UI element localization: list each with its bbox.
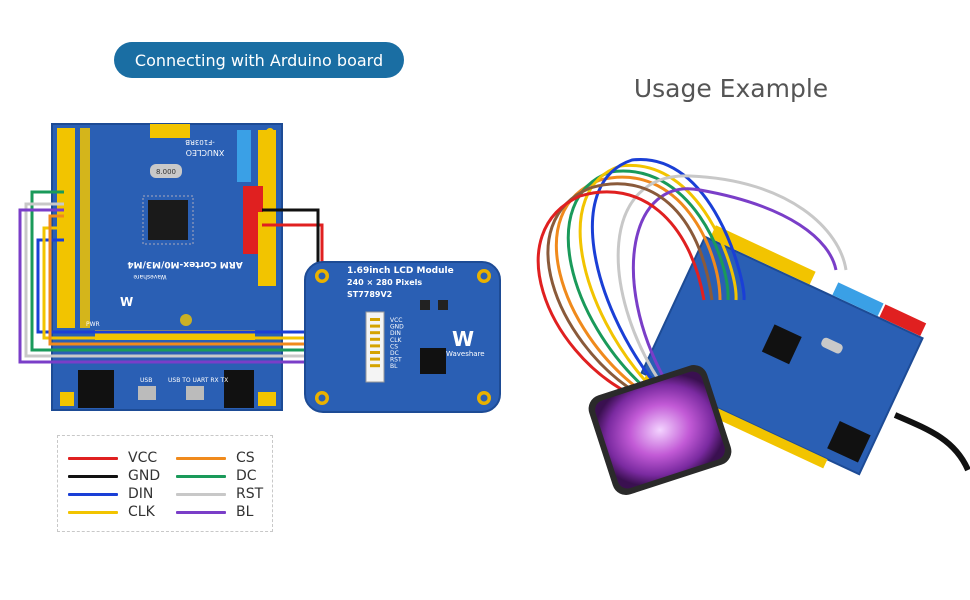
usb-label-right: USB TO UART RX TX bbox=[168, 377, 228, 384]
lcd-regulator-chip bbox=[420, 348, 446, 374]
legend-item-rst: RST bbox=[176, 486, 263, 502]
lcd-pin bbox=[370, 357, 380, 361]
crystal bbox=[150, 164, 182, 178]
legend-swatch bbox=[68, 492, 118, 496]
usage-example-title: Usage Example bbox=[633, 74, 829, 103]
legend-item-din: DIN bbox=[68, 486, 153, 502]
legend-swatch bbox=[68, 510, 118, 514]
pwr-label: PWR bbox=[86, 321, 100, 328]
legend-item-cs: CS bbox=[176, 450, 255, 466]
connection-banner: Connecting with Arduino board bbox=[114, 42, 404, 78]
usage-lcd-screen bbox=[595, 371, 725, 489]
bottom-pin-header bbox=[95, 330, 255, 340]
board-model-label: XNUCLEO bbox=[186, 148, 225, 157]
lcd-pin bbox=[370, 337, 380, 341]
lcd-pin-label-gnd: GND bbox=[390, 324, 404, 331]
lcd-pin-label-bl: BL bbox=[390, 363, 398, 370]
wire-rst bbox=[24, 202, 368, 358]
board-logo-icon: W bbox=[120, 295, 133, 309]
lcd-driver: ST7789V2 bbox=[347, 290, 392, 299]
legend-item-bl: BL bbox=[176, 504, 253, 520]
wire-bl bbox=[18, 208, 368, 364]
lcd-pin-label-clk: CLK bbox=[390, 337, 403, 344]
legend-swatch bbox=[176, 474, 226, 478]
legend-swatch bbox=[176, 510, 226, 514]
board-part-label: -F103RB bbox=[185, 138, 215, 146]
legend-item-clk: CLK bbox=[68, 504, 155, 520]
lcd-brand: Waveshare bbox=[446, 350, 485, 358]
legend-swatch bbox=[176, 456, 226, 460]
lcd-pin bbox=[370, 351, 380, 354]
lcd-pin-label-dc: DC bbox=[390, 350, 399, 357]
wire-clk bbox=[42, 226, 368, 340]
legend-swatch bbox=[68, 456, 118, 460]
legend-item-gnd: GND bbox=[68, 468, 160, 484]
wire-cs bbox=[48, 214, 368, 346]
wire-legend: VCC GND DIN CLK CS DC RST BL bbox=[57, 435, 273, 532]
legend-item-dc: DC bbox=[176, 468, 257, 484]
lcd-title: 1.69inch LCD Module bbox=[347, 266, 454, 276]
lcd-pin-label-vcc: VCC bbox=[390, 317, 402, 324]
left-pin-header bbox=[57, 128, 75, 328]
lcd-pin-label-din: DIN bbox=[390, 330, 401, 337]
legend-swatch bbox=[176, 492, 226, 496]
mcu-chip bbox=[148, 200, 188, 240]
lcd-pin bbox=[370, 344, 380, 348]
arduino-board: 8.000 XNUCLEO -F103RB ARM Cortex-M0/M3/M… bbox=[51, 123, 283, 411]
crystal-label: 8.000 bbox=[156, 168, 176, 176]
usb-port-right bbox=[186, 386, 204, 400]
dc-jack bbox=[224, 370, 254, 408]
usb-label-left: USB bbox=[140, 377, 152, 384]
lcd-pin bbox=[370, 324, 380, 328]
legend-item-vcc: VCC bbox=[68, 450, 157, 466]
usb-port-left bbox=[138, 386, 156, 400]
top-pin-header bbox=[150, 124, 190, 138]
lcd-pin-label-cs: CS bbox=[390, 343, 398, 350]
lcd-module: 1.69inch LCD Module 240 × 280 Pixels ST7… bbox=[304, 261, 501, 413]
wire-dc bbox=[30, 190, 368, 352]
waveshare-logo-icon: W bbox=[452, 327, 474, 351]
lcd-pin-label-rst: RST bbox=[390, 357, 402, 364]
lcd-resolution: 240 × 280 Pixels bbox=[347, 278, 422, 287]
board-main-label: ARM Cortex-M0/M3/M4 bbox=[127, 259, 242, 269]
lcd-pin bbox=[370, 331, 380, 335]
board-brand-label: Waveshare bbox=[133, 273, 166, 280]
lcd-pin bbox=[370, 364, 380, 368]
blue-header bbox=[237, 130, 251, 182]
power-jack bbox=[78, 370, 114, 408]
lcd-pin bbox=[370, 318, 380, 321]
right-pin-header-bottom bbox=[258, 212, 276, 286]
usage-example-illustration bbox=[536, 158, 970, 495]
legend-swatch bbox=[68, 474, 118, 478]
